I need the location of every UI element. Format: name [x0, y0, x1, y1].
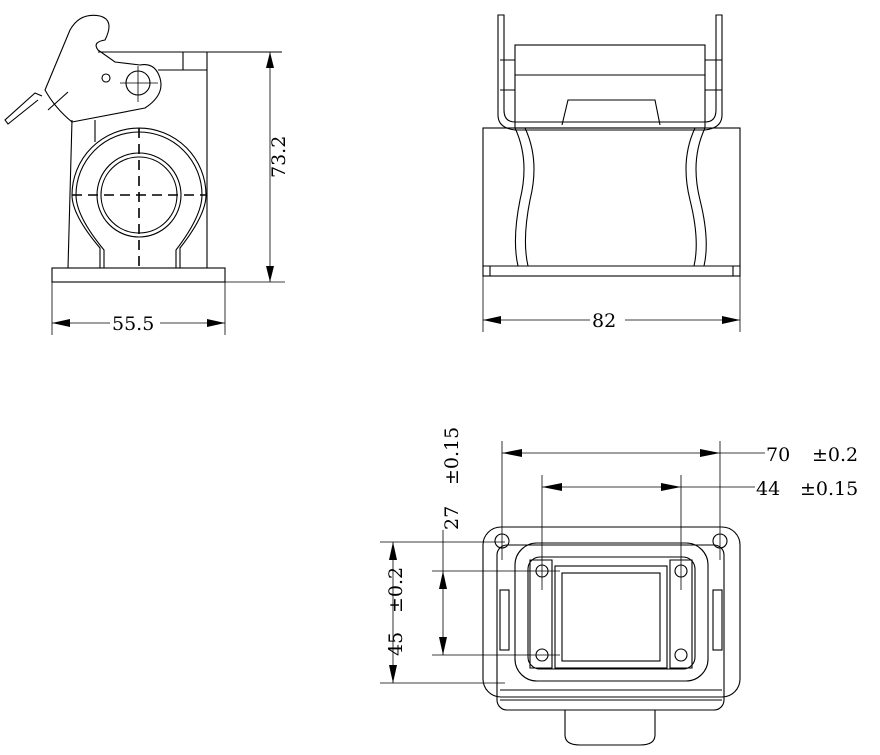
dimension-44: 44 ±0.15	[541, 475, 858, 590]
front-view	[482, 14, 741, 277]
dimension-70: 70 ±0.2	[501, 441, 858, 560]
dim-insert-y: 27	[441, 506, 463, 530]
dim-side-height: 73.2	[268, 136, 290, 178]
dim-insert-x: 44	[756, 478, 780, 500]
dim-insert-x-tol: ±0.15	[800, 478, 858, 500]
dim-side-base-width: 55.5	[112, 313, 154, 335]
dimension-55-5: 55.5	[51, 282, 226, 335]
dim-front-width: 82	[592, 310, 616, 332]
dim-mount-x: 70	[766, 444, 790, 466]
dim-mount-x-tol: ±0.2	[812, 444, 858, 466]
dimension-73-2: 73.2	[225, 52, 290, 283]
dim-mount-y: 45	[385, 632, 407, 656]
dimension-45: 45 ±0.2	[380, 541, 505, 684]
dim-insert-y-tol: ±0.15	[441, 427, 463, 485]
dimension-27: 27 ±0.15	[432, 427, 560, 656]
bottom-view	[482, 526, 741, 746]
dimension-82: 82	[482, 276, 741, 332]
dim-mount-y-tol: ±0.2	[385, 567, 407, 613]
side-view	[4, 14, 282, 283]
